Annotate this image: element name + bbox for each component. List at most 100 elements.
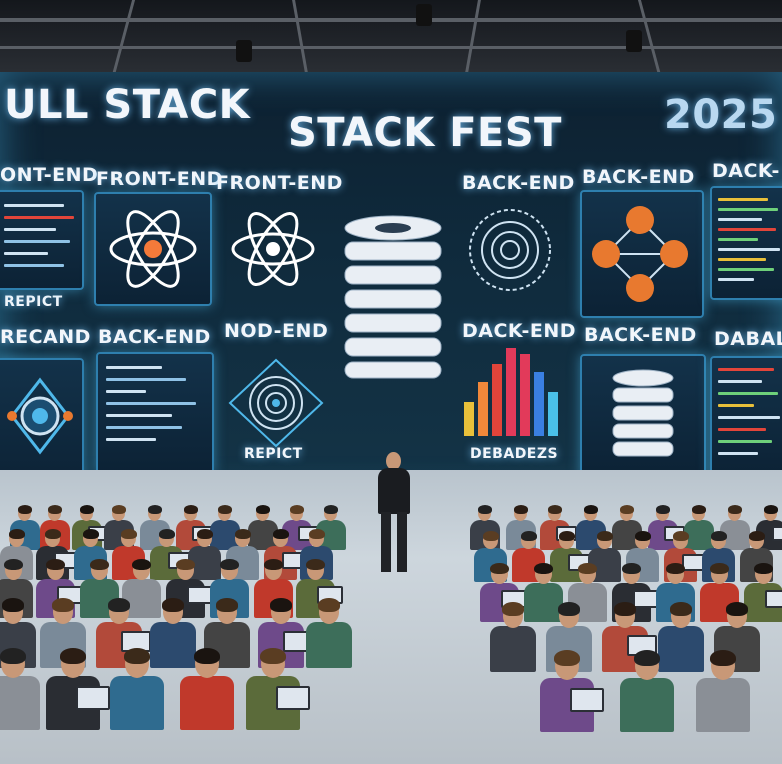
audience-hair bbox=[183, 504, 198, 514]
label-back-end: BACK-END bbox=[462, 172, 575, 194]
truss-beam bbox=[0, 46, 782, 49]
audience-hair bbox=[217, 504, 232, 514]
audience-hair bbox=[634, 650, 660, 666]
label-front-end: ONT-END bbox=[0, 164, 99, 186]
truss-beam bbox=[0, 18, 782, 22]
atom-icon bbox=[109, 210, 197, 288]
label-recand: RECAND bbox=[0, 326, 91, 348]
audience-hair bbox=[289, 504, 304, 514]
audience-hair bbox=[323, 504, 338, 514]
audience-shirt bbox=[0, 676, 40, 730]
gear-icon bbox=[7, 377, 73, 455]
audience-hair bbox=[0, 648, 26, 664]
audience-shirt bbox=[150, 622, 196, 668]
audience-shirt bbox=[524, 582, 563, 622]
audience-hair bbox=[622, 562, 641, 575]
label-nod-end: NOD-END bbox=[224, 320, 329, 342]
audience-hair bbox=[727, 504, 742, 514]
audience-member bbox=[512, 530, 546, 582]
speaker-leg bbox=[381, 512, 391, 572]
audience-hair bbox=[234, 528, 251, 539]
audience-hair bbox=[220, 558, 239, 571]
label-dabal: DABAL bbox=[714, 328, 782, 350]
audience-member bbox=[696, 650, 750, 732]
audience-hair bbox=[90, 558, 109, 571]
database-panel bbox=[580, 354, 706, 478]
stage-light bbox=[626, 30, 642, 52]
audience-hair bbox=[619, 504, 634, 514]
audience-hair bbox=[613, 602, 636, 616]
audience-hair bbox=[710, 650, 736, 666]
atom-icon bbox=[231, 212, 315, 286]
audience-hair bbox=[317, 598, 340, 612]
audience-member bbox=[658, 602, 704, 672]
audience-hair bbox=[161, 598, 184, 612]
network-panel bbox=[580, 190, 704, 318]
audience-hair bbox=[120, 528, 137, 539]
audience-hair bbox=[691, 504, 706, 514]
audience-shirt bbox=[696, 678, 750, 732]
audience-hair bbox=[8, 528, 25, 539]
audience-hair bbox=[215, 598, 238, 612]
audience-member bbox=[684, 504, 714, 550]
audience-member bbox=[714, 602, 760, 672]
audience-hair bbox=[482, 530, 499, 541]
audience-hair bbox=[477, 504, 492, 514]
label-back-end: BACK-END bbox=[584, 324, 697, 346]
label-back-end: DACK- bbox=[712, 160, 780, 182]
stage-light bbox=[416, 4, 432, 26]
laptop bbox=[765, 589, 782, 609]
label-repict: REPICT bbox=[4, 294, 63, 310]
audience-member bbox=[540, 650, 604, 732]
audience-hair bbox=[748, 530, 765, 541]
audience-hair bbox=[596, 530, 613, 541]
audience-shirt bbox=[180, 676, 234, 730]
audience-hair bbox=[583, 504, 598, 514]
audience-shirt bbox=[684, 520, 714, 550]
code-panel bbox=[710, 356, 782, 480]
speaker-shirt bbox=[378, 468, 410, 514]
audience-hair bbox=[269, 598, 292, 612]
audience-shirt bbox=[620, 678, 674, 732]
atom-panel bbox=[94, 192, 212, 306]
audience-member bbox=[524, 562, 563, 622]
audience-shirt bbox=[110, 676, 164, 730]
audience-hair bbox=[634, 530, 651, 541]
led-screen: ULL STACK STACK FEST 2025 ONT-END FRONT-… bbox=[0, 72, 782, 500]
audience-hair bbox=[176, 558, 195, 571]
audience-hair bbox=[107, 598, 130, 612]
audience-member bbox=[188, 528, 222, 580]
audience-member bbox=[588, 530, 622, 582]
audience-hair bbox=[306, 558, 325, 571]
audience-member bbox=[246, 648, 310, 730]
audience-hair bbox=[513, 504, 528, 514]
audience-hair bbox=[672, 530, 689, 541]
audience-hair bbox=[578, 562, 597, 575]
audience-hair bbox=[4, 558, 23, 571]
audience-hair bbox=[194, 648, 220, 664]
audience-hair bbox=[51, 598, 74, 612]
audience-member bbox=[720, 504, 750, 550]
database-stack-icon bbox=[344, 215, 442, 379]
audience-member bbox=[150, 598, 196, 668]
label-repict: REPICT bbox=[244, 446, 303, 462]
audience-member bbox=[210, 504, 240, 550]
audience-hair bbox=[47, 504, 62, 514]
audience-hair bbox=[520, 530, 537, 541]
speaker bbox=[374, 452, 414, 576]
audience-shirt bbox=[658, 626, 704, 672]
audience-hair bbox=[44, 528, 61, 539]
audience-hair bbox=[710, 562, 729, 575]
bar-chart-icon bbox=[464, 348, 558, 436]
speaker-leg bbox=[397, 512, 407, 572]
laptop bbox=[75, 686, 110, 710]
audience-hair bbox=[501, 602, 524, 616]
label-back-end: BACK-END bbox=[98, 326, 211, 348]
code-panel bbox=[710, 186, 782, 300]
audience-hair bbox=[46, 558, 65, 571]
audience-member bbox=[122, 558, 161, 618]
speaker-head bbox=[386, 452, 401, 470]
audience-member bbox=[166, 558, 213, 618]
audience-hair bbox=[1, 598, 24, 612]
audience-hair bbox=[710, 530, 727, 541]
